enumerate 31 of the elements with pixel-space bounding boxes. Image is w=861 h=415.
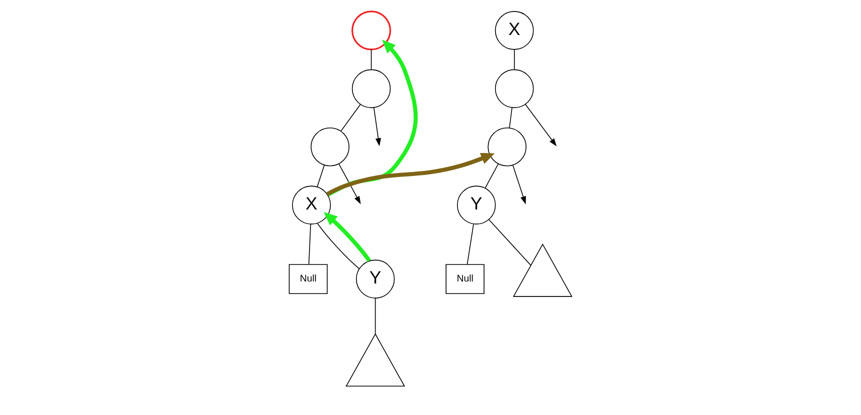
connector — [509, 107, 512, 128]
node-circle — [351, 10, 392, 50]
node-circle: Y — [356, 260, 395, 298]
node-box: Null — [446, 264, 484, 294]
node-circle: X — [494, 11, 534, 50]
arrow — [338, 164, 361, 204]
node-triangle — [512, 243, 572, 297]
connector — [484, 164, 499, 189]
arrow — [324, 212, 371, 262]
arrow — [326, 152, 495, 196]
connector — [317, 223, 360, 270]
node-triangle — [346, 333, 406, 387]
arrow — [512, 164, 526, 204]
connector — [370, 49, 372, 70]
connector — [308, 224, 312, 265]
arrow — [373, 107, 382, 146]
connector — [466, 224, 474, 265]
node-circle: Y — [456, 186, 496, 224]
connector — [316, 164, 325, 188]
arrow — [525, 104, 557, 146]
node-circle — [488, 127, 526, 166]
node-circle — [494, 69, 534, 108]
node-circle — [310, 127, 350, 166]
node-box: Null — [288, 264, 328, 294]
connector — [340, 104, 361, 132]
connector — [488, 219, 532, 266]
node-circle — [352, 69, 391, 108]
node-circle: X — [292, 186, 331, 224]
connector — [514, 49, 515, 70]
connector — [374, 298, 376, 334]
arrow — [326, 40, 418, 197]
